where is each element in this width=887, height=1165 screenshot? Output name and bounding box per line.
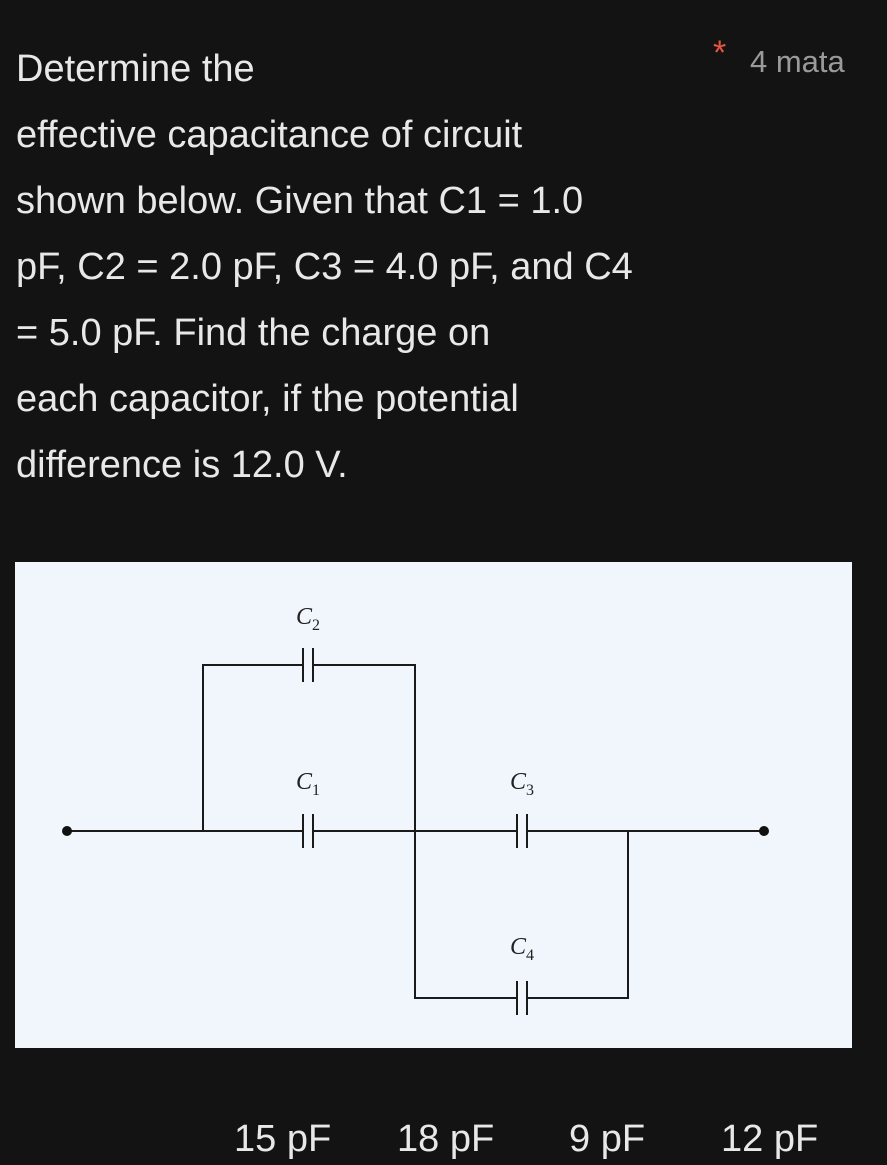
option-9pf[interactable]: 9 pF bbox=[569, 1118, 646, 1160]
circuit-svg: C2 C1 C3 C4 bbox=[62, 604, 769, 1015]
capacitor-c3 bbox=[516, 814, 528, 848]
label-c2: C2 bbox=[296, 604, 320, 634]
right-terminal bbox=[759, 826, 769, 836]
question-line: difference is 12.0 V. bbox=[16, 444, 348, 486]
question-text: Determine the effective capacitance of c… bbox=[16, 36, 716, 498]
question-line: each capacitor, if the potential bbox=[16, 378, 519, 420]
required-marker: * bbox=[713, 34, 727, 72]
capacitor-c1 bbox=[302, 814, 314, 848]
circuit-diagram: C2 C1 C3 C4 bbox=[15, 562, 852, 1048]
label-c3: C3 bbox=[510, 769, 534, 799]
question-line: Determine the bbox=[16, 48, 255, 90]
capacitor-c4 bbox=[516, 981, 528, 1015]
question-line: = 5.0 pF. Find the charge on bbox=[16, 312, 491, 354]
option-15pf[interactable]: 15 pF bbox=[234, 1118, 332, 1160]
question-line: pF, C2 = 2.0 pF, C3 = 4.0 pF, and C4 bbox=[16, 246, 633, 288]
left-terminal bbox=[62, 826, 72, 836]
c2-branch-wire bbox=[202, 664, 629, 999]
question-line: shown below. Given that C1 = 1.0 bbox=[16, 180, 584, 222]
label-c1: C1 bbox=[296, 769, 320, 799]
label-c4: C4 bbox=[510, 934, 534, 964]
option-18pf[interactable]: 18 pF bbox=[397, 1118, 495, 1160]
question-line: effective capacitance of circuit bbox=[16, 114, 523, 156]
points-label: 4 mata bbox=[750, 44, 845, 79]
capacitor-c2 bbox=[302, 648, 314, 682]
option-12pf[interactable]: 12 pF bbox=[721, 1118, 819, 1160]
